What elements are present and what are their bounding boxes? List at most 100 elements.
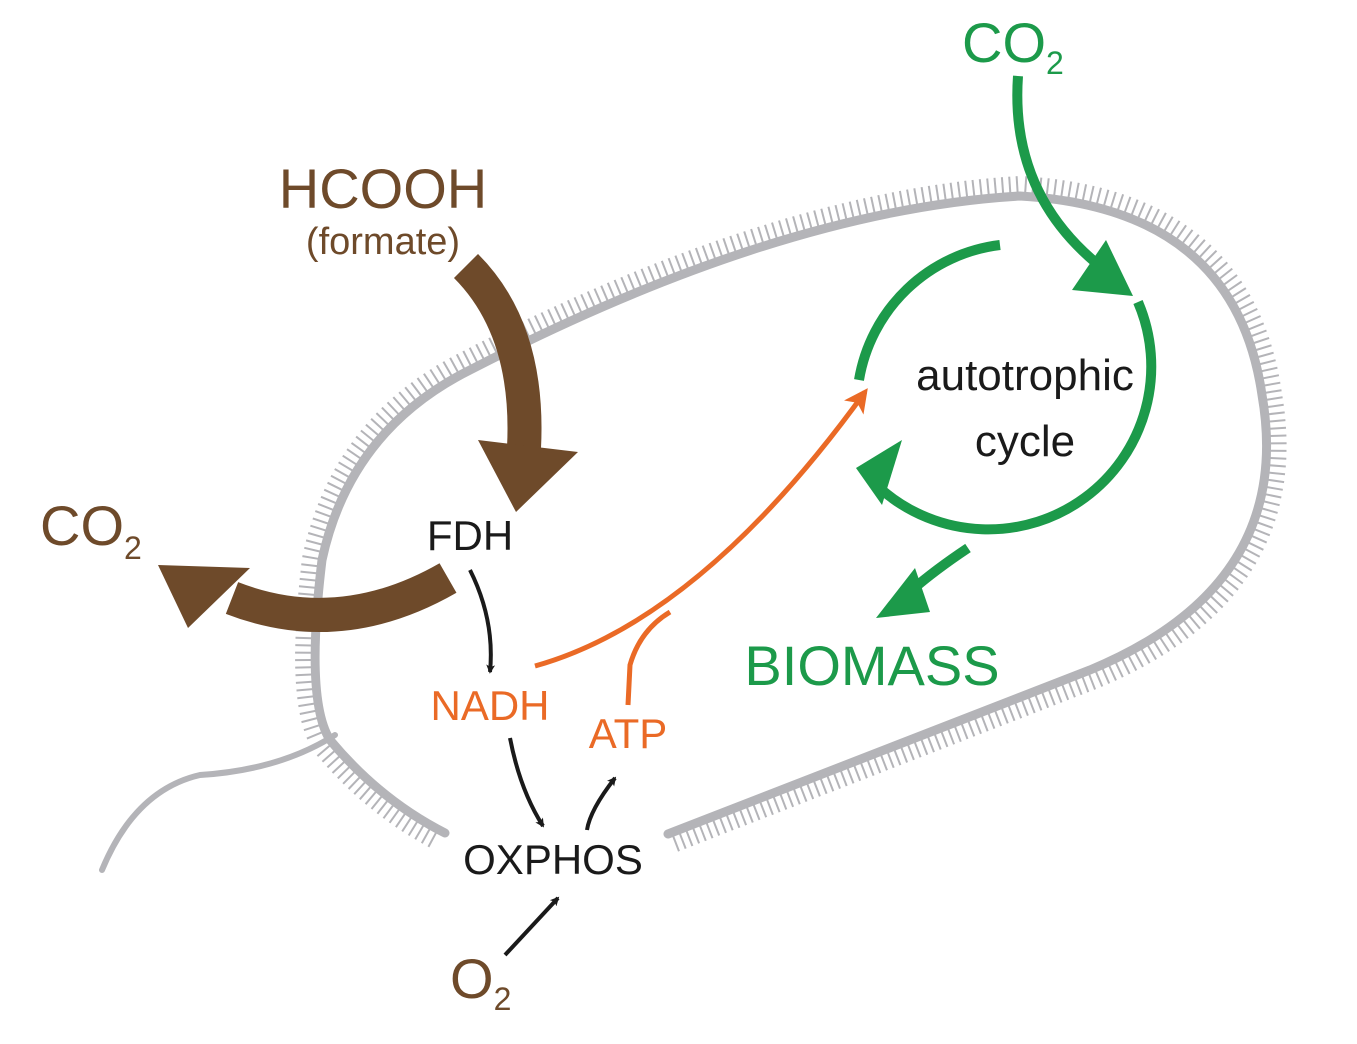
membrane-tick xyxy=(1259,359,1276,366)
membrane-tick xyxy=(1171,629,1183,644)
membrane-tick xyxy=(1130,199,1139,215)
membrane-tick xyxy=(1227,280,1243,292)
membrane-tick xyxy=(886,752,895,769)
membrane-tick xyxy=(1199,606,1213,620)
membrane-tick xyxy=(580,293,589,310)
membrane-tick xyxy=(840,770,848,787)
co2-uptake-arrowhead xyxy=(1072,240,1133,296)
membrane-tick xyxy=(1248,541,1264,551)
co2-out-label: CO2 xyxy=(40,494,142,566)
membrane-tick xyxy=(1259,514,1276,522)
membrane-tick xyxy=(338,461,353,472)
membrane-tick xyxy=(376,800,388,815)
membrane-tick xyxy=(527,318,537,334)
membrane-tick xyxy=(848,201,855,218)
membrane-tick xyxy=(978,179,983,196)
membrane-tick xyxy=(1144,205,1153,221)
membrane-tick xyxy=(920,739,929,756)
membrane-tick xyxy=(820,208,827,225)
membrane-tick xyxy=(297,695,314,700)
membrane-tick xyxy=(967,721,976,737)
membrane-tick xyxy=(295,680,312,684)
membrane-tick xyxy=(1147,645,1157,661)
oxphos-label: OXPHOS xyxy=(463,836,643,883)
membrane-tick xyxy=(296,688,313,692)
membrane-tick xyxy=(947,728,956,745)
membrane-tick xyxy=(407,821,418,837)
membrane-tick xyxy=(330,474,346,485)
membrane-tick xyxy=(1269,419,1286,423)
membrane-tick xyxy=(633,271,642,287)
membrane-tick xyxy=(1110,191,1117,208)
hcooh-label: HCOOH xyxy=(279,157,487,220)
membrane-tick xyxy=(739,809,748,826)
membrane-tick xyxy=(1257,351,1274,358)
membrane-tick xyxy=(1177,624,1189,639)
membrane-tick xyxy=(779,794,788,810)
membrane-tick xyxy=(312,517,329,525)
nadh-label: NADH xyxy=(430,682,549,729)
membrane-tick xyxy=(834,204,841,221)
nadh-to-oxphos-arrow xyxy=(508,737,545,828)
membrane-tick xyxy=(1193,239,1206,253)
membrane-tick xyxy=(1068,682,1076,698)
membrane-tick xyxy=(566,299,576,316)
membrane-tick xyxy=(301,563,318,568)
membrane-tick xyxy=(1108,665,1117,681)
membrane-tick xyxy=(1220,584,1234,597)
membrane-tick xyxy=(1215,590,1229,603)
membrane-tick xyxy=(1041,692,1050,709)
membrane-tick xyxy=(1008,176,1012,193)
membrane-tick xyxy=(893,749,902,766)
membrane-tick xyxy=(1137,202,1146,218)
membrane-tick xyxy=(987,713,996,729)
membrane-tick xyxy=(435,364,446,380)
fdh-label: FDH xyxy=(427,512,513,559)
membrane-tick xyxy=(381,406,394,420)
membrane-tick xyxy=(1101,668,1111,684)
membrane-tick xyxy=(898,190,904,207)
membrane-tick xyxy=(873,757,882,774)
membrane-tick xyxy=(1265,493,1282,499)
membrane-tick xyxy=(1263,374,1280,380)
membrane-tick xyxy=(1153,641,1164,657)
membrane-tick xyxy=(993,177,997,194)
membrane-tick xyxy=(323,488,340,498)
membrane-tick xyxy=(722,237,730,254)
membrane-tick xyxy=(401,817,412,832)
co2-uptake-arrow xyxy=(1012,75,1099,266)
membrane-tick xyxy=(672,835,680,852)
membrane-tick xyxy=(1048,689,1056,706)
membrane-tick xyxy=(414,825,425,840)
membrane-tick xyxy=(954,726,962,743)
membrane-tick xyxy=(547,308,556,325)
membrane-tick xyxy=(1157,212,1167,228)
membrane-tick xyxy=(1204,249,1218,263)
membrane-tick xyxy=(764,224,771,241)
membrane-tick xyxy=(806,212,813,229)
membrane-tick xyxy=(1242,308,1258,317)
membrane-tick xyxy=(1245,548,1261,558)
co2-in-label: CO2 xyxy=(962,11,1064,81)
membrane-tick xyxy=(699,825,707,842)
energy-supply xyxy=(534,388,868,706)
membrane-tick xyxy=(900,747,909,763)
membrane-tick xyxy=(299,577,316,582)
membrane-tick xyxy=(1034,695,1043,711)
membrane-tick xyxy=(1265,389,1282,394)
membrane-tick xyxy=(1021,700,1029,716)
membrane-tick xyxy=(743,231,751,247)
membrane-tick xyxy=(920,186,926,204)
membrane-tick xyxy=(678,833,687,849)
membrane-tick xyxy=(398,391,411,406)
atp-join-line xyxy=(625,609,672,706)
membrane-tick xyxy=(1007,705,1016,722)
membrane-tick xyxy=(986,178,990,195)
membrane-tick xyxy=(833,773,841,789)
membrane-tick xyxy=(295,636,312,640)
membrane-tick xyxy=(1114,662,1124,678)
membrane-tick xyxy=(757,226,764,243)
membrane-tick xyxy=(481,340,491,356)
membrane-tick xyxy=(305,539,322,546)
membrane-tick xyxy=(321,750,335,763)
